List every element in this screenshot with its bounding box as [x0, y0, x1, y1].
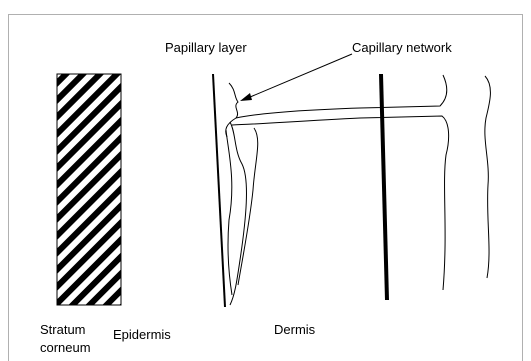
capillary-leader-arrow: [240, 54, 352, 101]
epidermis-boundary-line: [213, 74, 225, 307]
stratum-corneum-label-line2: corneum: [40, 340, 91, 355]
dermis-label: Dermis: [274, 322, 315, 337]
epidermis-label: Epidermis: [113, 327, 171, 342]
capillary-network-label: Capillary network: [352, 40, 452, 55]
stratum-corneum-label: Stratum: [40, 322, 86, 337]
stratum-corneum-block: [57, 74, 121, 305]
capillary-network: [226, 75, 491, 305]
papillary-layer-label: Papillary layer: [165, 40, 247, 55]
